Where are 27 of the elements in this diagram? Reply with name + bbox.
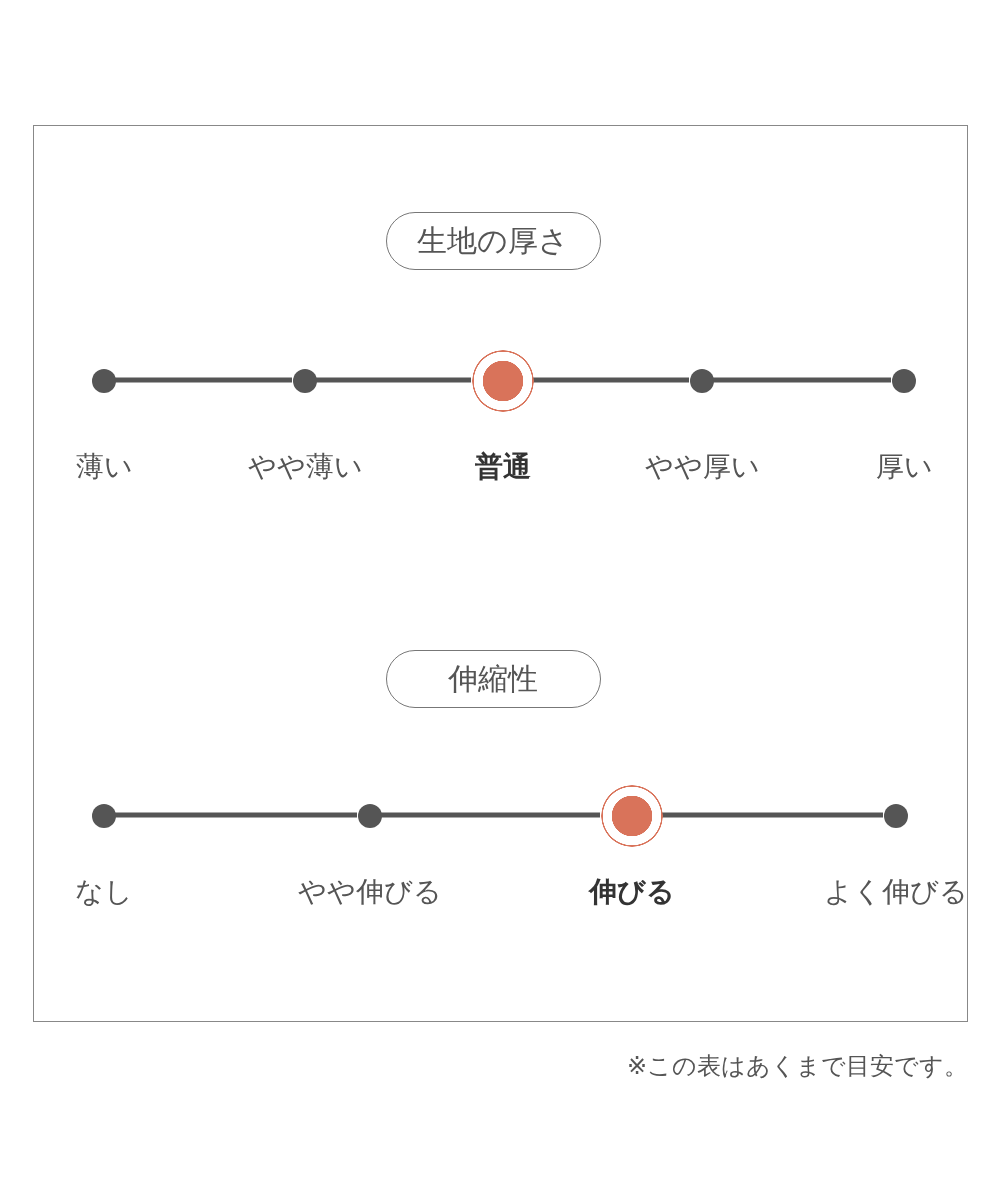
scale-dot [884, 804, 908, 828]
heading-pill: 生地の厚さ [385, 212, 601, 270]
scale-line [713, 377, 891, 383]
scale-dot [92, 804, 116, 828]
scale-label: 普通 [475, 449, 531, 485]
scale-line [115, 377, 292, 383]
scale-label: 伸びる [589, 874, 675, 910]
scale-dot [293, 369, 317, 393]
scale-line [381, 812, 600, 818]
scale-dot [690, 369, 714, 393]
scale-line [662, 812, 883, 818]
scale-dot [892, 369, 916, 393]
scale-dot [92, 369, 116, 393]
scale-dot [358, 804, 382, 828]
scale-label: やや厚い [644, 449, 760, 485]
scale-line [533, 377, 689, 383]
scale-label: やや伸びる [298, 874, 442, 910]
scale-line [115, 812, 357, 818]
scale-label: よく伸びる [824, 874, 968, 910]
scale-label: 厚い [875, 449, 933, 485]
scale-label: やや薄い [247, 449, 363, 485]
scale-label: なし [75, 874, 133, 910]
scale-line [316, 377, 471, 383]
caption: ※この表はあくまで目安です。 [626, 1051, 968, 1082]
frame-border [33, 125, 968, 1022]
scale-label: 薄い [75, 449, 133, 485]
heading-pill: 伸縮性 [385, 650, 601, 708]
